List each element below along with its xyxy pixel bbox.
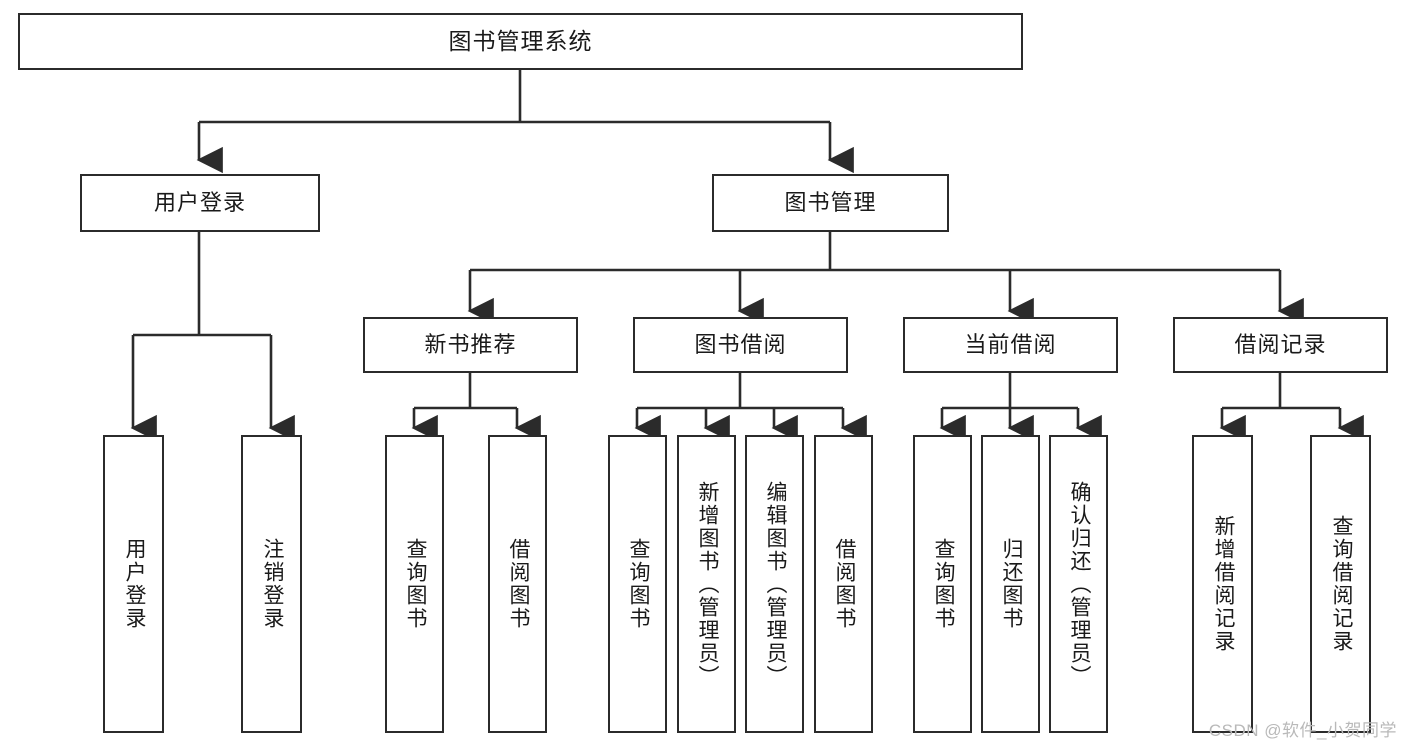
leaf-label: 编辑图书（管理员） (763, 480, 787, 688)
leaf-user-login[interactable]: 用户登录 (103, 435, 164, 733)
leaf-label: 查询图书 (626, 538, 650, 630)
node-new-book-recommend-label: 新书推荐 (424, 331, 517, 357)
leaf-label: 借阅图书 (506, 538, 530, 630)
leaf-add-borrow-record[interactable]: 新增借阅记录 (1192, 435, 1253, 733)
leaf-label: 新增图书（管理员） (695, 480, 719, 688)
leaf-add-book-admin[interactable]: 新增图书（管理员） (677, 435, 736, 733)
leaf-query-book-current[interactable]: 查询图书 (913, 435, 972, 733)
leaf-borrow-book-recommend[interactable]: 借阅图书 (488, 435, 547, 733)
leaf-return-book[interactable]: 归还图书 (981, 435, 1040, 733)
leaf-label: 注销登录 (260, 538, 284, 630)
node-root-label: 图书管理系统 (448, 27, 593, 54)
leaf-label: 归还图书 (999, 538, 1023, 630)
leaf-label: 借阅图书 (832, 538, 856, 630)
leaf-label: 用户登录 (122, 538, 146, 630)
leaf-query-book-recommend[interactable]: 查询图书 (385, 435, 444, 733)
node-book-borrow-label: 图书借阅 (694, 331, 787, 357)
node-user-login[interactable]: 用户登录 (80, 174, 320, 232)
node-root[interactable]: 图书管理系统 (18, 13, 1023, 70)
leaf-label: 查询图书 (403, 538, 427, 630)
node-current-borrow-label: 当前借阅 (964, 331, 1057, 357)
node-book-management[interactable]: 图书管理 (712, 174, 949, 232)
leaf-logout[interactable]: 注销登录 (241, 435, 302, 733)
leaf-label: 查询借阅记录 (1329, 515, 1353, 653)
node-borrow-record-label: 借阅记录 (1234, 331, 1327, 357)
leaf-label: 新增借阅记录 (1211, 515, 1235, 653)
leaf-label: 确认归还（管理员） (1067, 480, 1091, 688)
node-new-book-recommend[interactable]: 新书推荐 (363, 317, 578, 373)
leaf-query-book-borrow[interactable]: 查询图书 (608, 435, 667, 733)
node-current-borrow[interactable]: 当前借阅 (903, 317, 1118, 373)
leaf-confirm-return-admin[interactable]: 确认归还（管理员） (1049, 435, 1108, 733)
leaf-label: 查询图书 (931, 538, 955, 630)
leaf-borrow-book[interactable]: 借阅图书 (814, 435, 873, 733)
leaf-edit-book-admin[interactable]: 编辑图书（管理员） (745, 435, 804, 733)
node-book-borrow[interactable]: 图书借阅 (633, 317, 848, 373)
node-user-login-label: 用户登录 (153, 189, 246, 215)
watermark-text: CSDN @软件_小贺同学 (1208, 721, 1397, 740)
node-borrow-record[interactable]: 借阅记录 (1173, 317, 1388, 373)
node-book-management-label: 图书管理 (784, 189, 877, 215)
leaf-query-borrow-record[interactable]: 查询借阅记录 (1310, 435, 1371, 733)
